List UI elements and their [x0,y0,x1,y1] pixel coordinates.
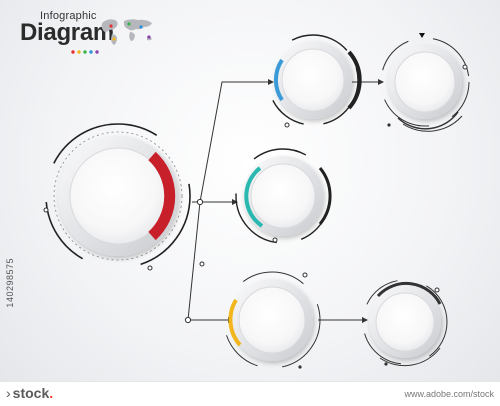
node-middle-dark-arc [318,167,332,225]
node-top-inner [281,48,345,112]
node-bottom-right-outer-ring [362,279,448,365]
node-bottom[interactable] [223,271,321,369]
arrow-head [268,79,274,85]
node-bottom-right-inner [375,292,435,352]
ring-handle-dot [298,365,302,369]
ring-handle-dot [434,287,440,293]
node-top-right-outer-ring [380,37,470,127]
node-top-right-inner [394,51,456,113]
connector-to-top-node [192,81,268,203]
red-dot-icon: . [49,385,54,401]
ring-handle-dot [43,207,49,213]
stock-brand-text: stock [12,385,50,401]
ring-handle-dot [387,123,391,127]
stock-image-id: 140298575 [5,258,15,308]
node-bottom-accent-arc [228,298,242,347]
stock-footer-bar: ›stock. www.adobe.com/stock [0,381,500,406]
map-location-dots [109,22,151,41]
node-bottom-right[interactable] [362,279,448,367]
node-bottom-right-arc [379,347,441,367]
node-top-right-arc [397,111,459,130]
arrow-head [378,79,384,85]
ring-handle-dot [272,237,278,243]
diagram-title: Diagram [20,19,114,46]
chevron-icon: › [6,385,11,401]
node-bottom-right-dark-arc [376,282,442,305]
node-top[interactable] [267,34,362,128]
node-top-accent-arc [274,58,284,102]
stock-logo: ›stock. [6,385,53,401]
node-top-dark-arc [347,50,362,110]
node-top-right[interactable] [380,33,470,132]
ring-handle-dot [302,272,308,278]
node-bottom-outer-ring [223,271,321,369]
diagram-subtitle: Infographic [40,10,97,22]
world-map-icon [101,19,152,45]
ring-handle-dot [147,265,153,271]
triangle-marker-icon [419,33,425,38]
node-middle[interactable] [235,148,332,244]
node-middle-inner [250,163,316,229]
node-main[interactable] [43,123,191,271]
node-bottom-inner [238,286,306,354]
junction-dot [196,198,204,206]
arrow-head [232,199,238,205]
title-color-dots [71,50,99,54]
node-main-outer-ring [45,123,191,269]
ring-handle-dot [462,64,468,70]
stock-url[interactable]: www.adobe.com/stock [404,389,494,399]
node-main-accent-arc [148,151,176,241]
ring-handle-dot [384,362,388,366]
node-main-dotted-ring [53,131,183,261]
connector-to-bottom-node [187,201,228,321]
junction-dot [184,316,192,324]
connector-nodes [184,198,205,324]
junction-dot [199,261,205,267]
node-top-right-arc [402,115,463,132]
node-middle-accent-arc [244,166,264,228]
arrow-head [362,317,368,323]
ring-handle-dot [284,122,290,128]
